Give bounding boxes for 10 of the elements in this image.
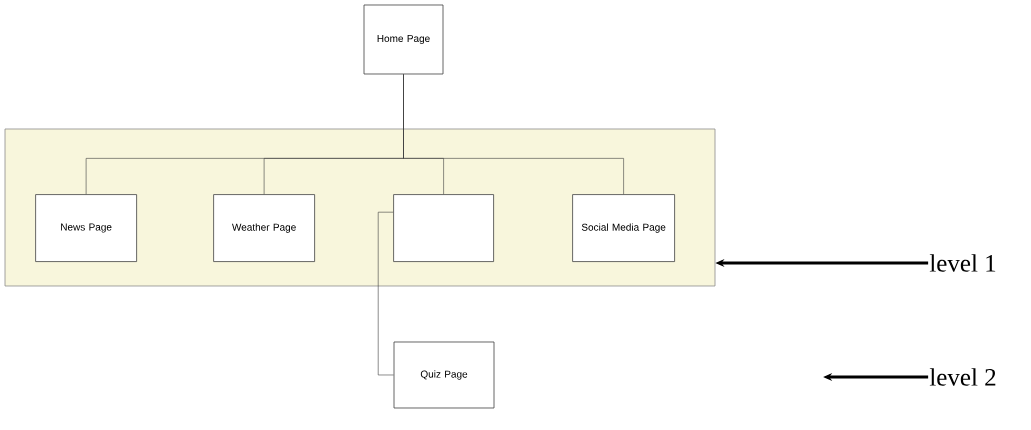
connector-line (377, 211, 394, 376)
page-box: Quiz Page (393, 341, 495, 409)
level-label: level 1 (929, 254, 996, 272)
blank-box (393, 194, 494, 262)
page-box: Weather Page (213, 194, 315, 262)
level-label: level 2 (929, 368, 996, 386)
connector-line (403, 74, 624, 195)
page-box: Home Page (363, 4, 444, 75)
page-box: Social Media Page (572, 194, 675, 262)
page-box: News Page (35, 194, 137, 262)
